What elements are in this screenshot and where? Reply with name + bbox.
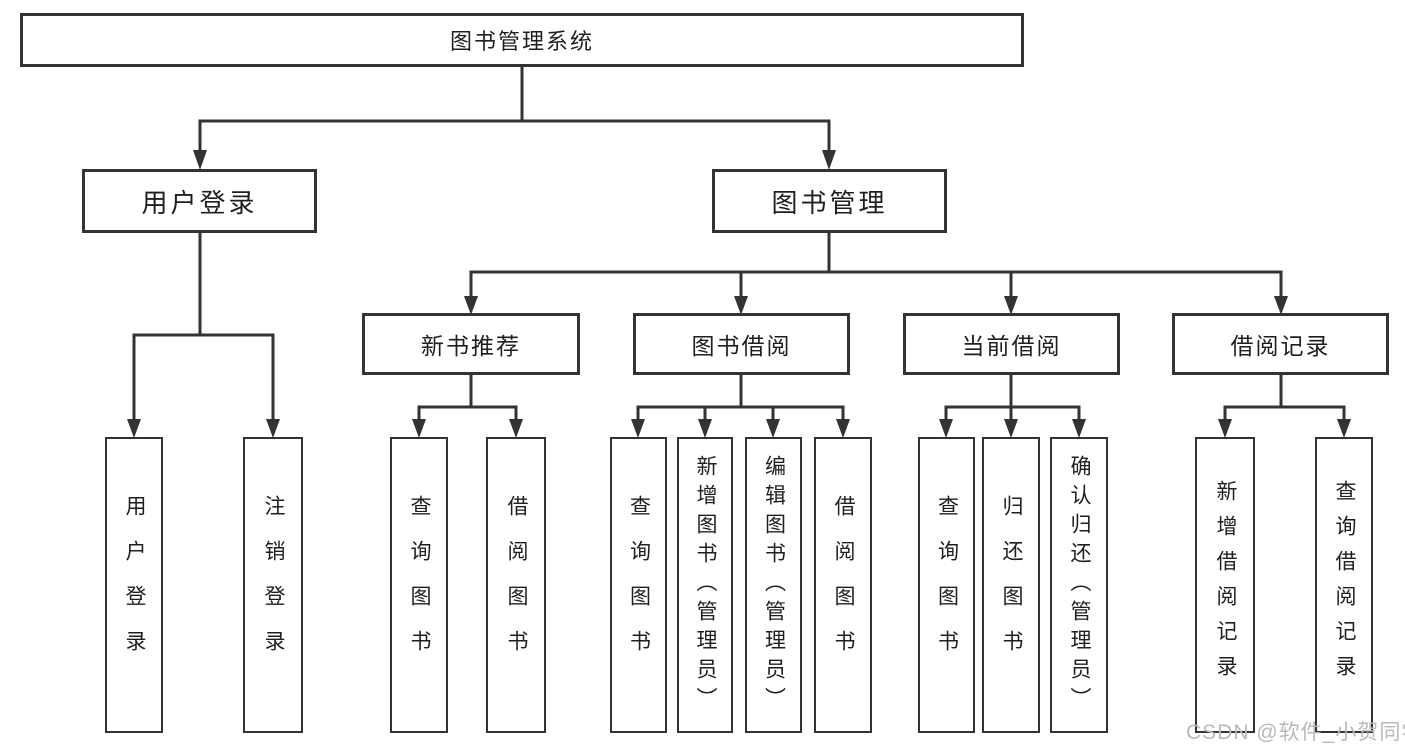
leaf-user-login: 用户登录 [105,437,163,733]
leaf-logout: 注销登录 [243,437,303,733]
leaf-query-books-newbooks-label: 查询图书 [408,495,431,675]
node-book-management-label: 图书管理 [771,187,888,218]
leaf-add-borrow-record-label: 新增借阅记录 [1214,480,1237,690]
leaf-confirm-return-admin-label: 确认归还（管理员） [1068,454,1091,716]
node-borrowing-records-label: 借阅记录 [1230,333,1331,359]
leaf-query-books-newbooks: 查询图书 [390,437,448,733]
node-book-management: 图书管理 [712,169,947,233]
node-new-book-recommend-label: 新书推荐 [421,333,521,359]
branch-borrowing [631,375,850,438]
branch-records [1218,375,1351,438]
leaf-query-books-borrowing-label: 查询图书 [627,495,651,675]
branch-root [193,65,836,170]
leaf-query-books-current: 查询图书 [918,437,975,733]
leaf-add-borrow-record: 新增借阅记录 [1195,437,1255,733]
branch-user-login [127,233,280,438]
leaf-query-books-current-label: 查询图书 [935,495,959,675]
node-new-book-recommend: 新书推荐 [362,313,580,375]
leaf-query-borrow-record-label: 查询借阅记录 [1333,480,1356,690]
leaf-return-books-label: 归还图书 [1000,495,1023,675]
leaf-query-borrow-record: 查询借阅记录 [1315,437,1373,733]
branch-new-books [412,375,523,438]
leaf-query-books-borrowing: 查询图书 [610,437,667,733]
node-user-login: 用户登录 [82,169,317,233]
leaf-borrow-books-newbooks-label: 借阅图书 [505,495,528,675]
leaf-borrow-books-newbooks: 借阅图书 [486,437,546,733]
leaf-add-books-admin: 新增图书（管理员） [677,437,733,733]
node-root-label: 图书管理系统 [449,29,594,54]
leaf-add-books-admin-label: 新增图书（管理员） [694,454,717,716]
node-book-borrowing: 图书借阅 [633,313,850,375]
node-root: 图书管理系统 [20,13,1024,67]
leaf-edit-books-admin-label: 编辑图书（管理员） [762,454,786,716]
branch-book-mgmt [464,233,1288,315]
node-current-borrowing: 当前借阅 [903,313,1120,375]
leaf-confirm-return-admin: 确认归还（管理员） [1050,437,1108,733]
node-book-borrowing-label: 图书借阅 [691,333,792,359]
node-user-login-label: 用户登录 [141,187,258,218]
node-current-borrowing-label: 当前借阅 [961,333,1062,359]
leaf-logout-label: 注销登录 [262,495,285,675]
leaf-edit-books-admin: 编辑图书（管理员） [745,437,802,733]
leaf-user-login-label: 用户登录 [123,495,146,675]
leaf-borrow-books-borrowing-label: 借阅图书 [832,495,855,675]
branch-current [939,375,1086,438]
leaf-return-books: 归还图书 [982,437,1040,733]
csdn-watermark: CSDN @软件_小贺同学 [1186,721,1405,744]
leaf-borrow-books-borrowing: 借阅图书 [814,437,872,733]
node-borrowing-records: 借阅记录 [1172,313,1389,375]
